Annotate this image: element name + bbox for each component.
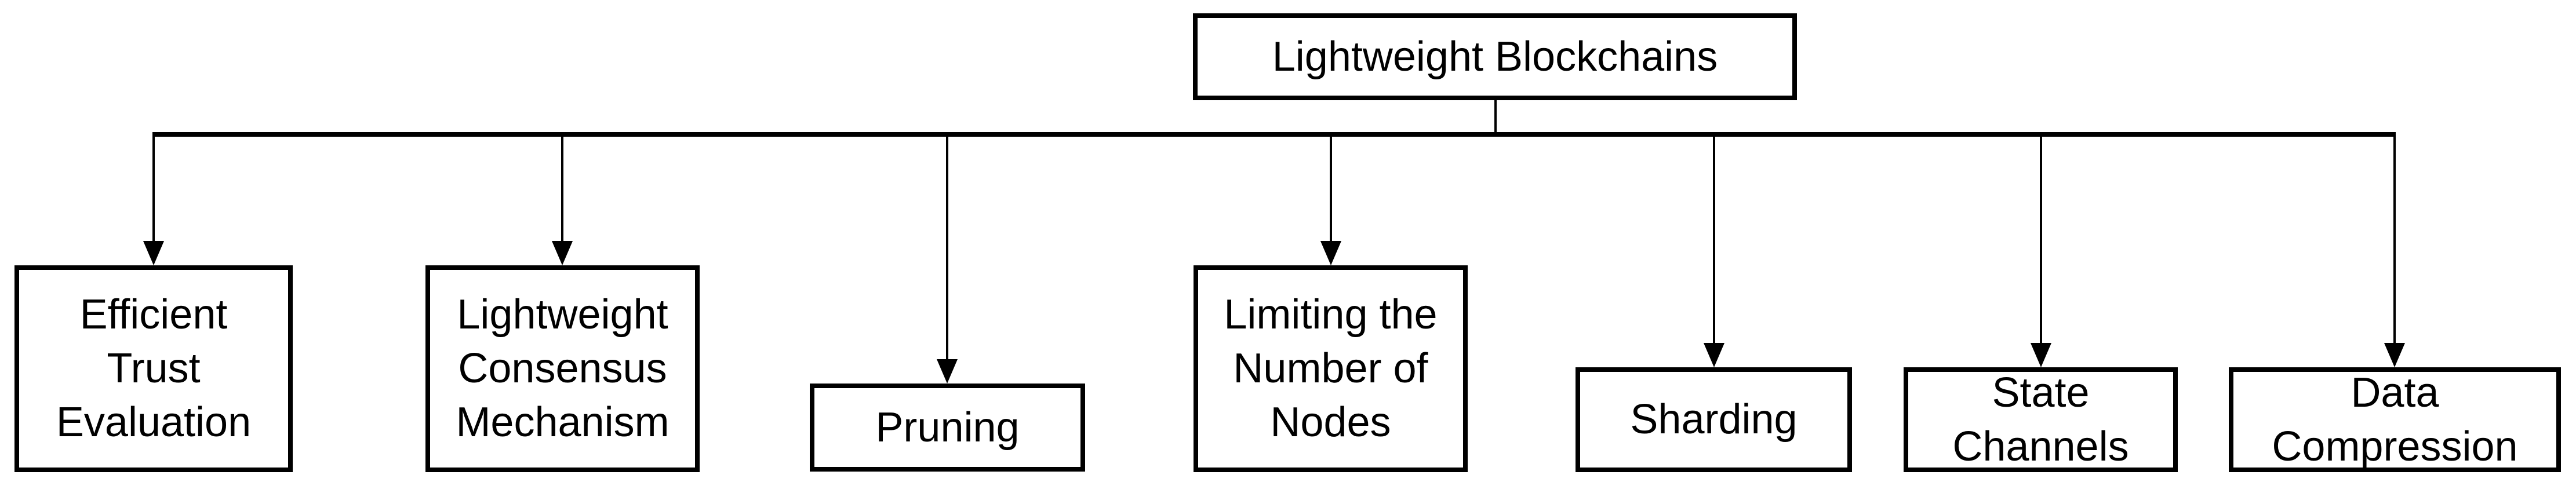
child-node-lightweight-consensus-mechanism: Lightweight Consensus Mechanism — [425, 265, 700, 472]
child-node-label: Limiting the Number of Nodes — [1224, 291, 1438, 445]
arrow-down-icon — [2384, 343, 2405, 367]
child-node-data-compression: Data Compression — [2229, 367, 2561, 472]
arrow-down-icon — [1704, 343, 1724, 367]
child-node-label: Pruning — [875, 404, 1020, 451]
child-node-label: Lightweight Consensus Mechanism — [456, 291, 670, 445]
root-node-label: Lightweight Blockchains — [1272, 33, 1718, 80]
connector-root-stub-line — [1494, 100, 1497, 134]
connector-vline-sharding — [1713, 137, 1715, 345]
child-node-efficient-trust-evaluation: Efficient Trust Evaluation — [14, 265, 293, 472]
connector-vline-pruning — [946, 137, 948, 361]
arrow-down-icon — [552, 241, 573, 265]
child-node-label: Efficient Trust Evaluation — [56, 291, 252, 445]
root-node-lightweight-blockchains: Lightweight Blockchains — [1193, 13, 1797, 100]
child-node-label: Sharding — [1630, 396, 1798, 443]
connector-vline-data-compression — [2393, 137, 2396, 345]
arrow-down-icon — [1320, 241, 1341, 265]
arrow-down-icon — [2031, 343, 2051, 367]
connector-vline-efficient-trust-evaluation — [152, 137, 155, 243]
child-node-pruning: Pruning — [810, 384, 1085, 472]
child-node-label: State Channels — [1952, 369, 2129, 470]
connector-vline-state-channels — [2040, 137, 2042, 345]
connector-horizontal-trunk-line — [152, 132, 2396, 137]
child-node-label: Data Compression — [2272, 369, 2518, 470]
child-node-limiting-number-of-nodes: Limiting the Number of Nodes — [1194, 265, 1468, 472]
child-node-state-channels: State Channels — [1904, 367, 2178, 472]
child-node-sharding: Sharding — [1576, 367, 1852, 472]
arrow-down-icon — [143, 241, 164, 265]
arrow-down-icon — [937, 359, 958, 384]
connector-vline-limiting-number-of-nodes — [1330, 137, 1332, 243]
connector-vline-lightweight-consensus-mechanism — [561, 137, 563, 243]
